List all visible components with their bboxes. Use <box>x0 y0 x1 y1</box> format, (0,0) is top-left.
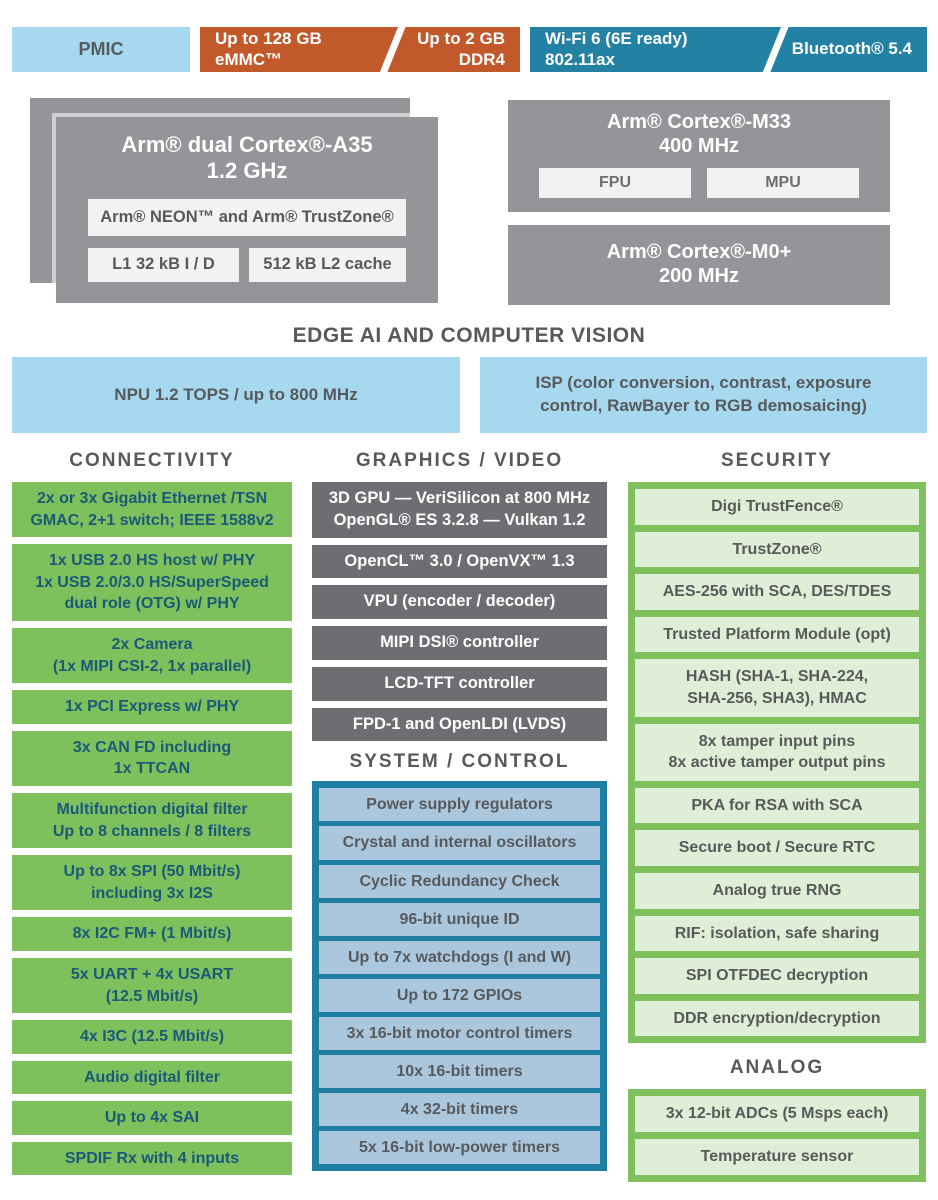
npu-block: NPU 1.2 TOPS / up to 800 MHz <box>12 357 460 433</box>
graphics-list: 3D GPU — VeriSilicon at 800 MHz OpenGL® … <box>312 482 607 742</box>
l1-cache-block: L1 32 kB I / D <box>88 247 239 282</box>
memory-block: Up to 128 GB eMMC™ Up to 2 GB DDR4 <box>200 27 520 72</box>
system-item: 5x 16-bit low-power timers <box>319 1131 600 1165</box>
connectivity-item: Audio digital filter <box>12 1060 292 1095</box>
connectivity-list: 2x or 3x Gigabit Ethernet /TSN GMAC, 2+1… <box>12 482 292 1176</box>
security-item: 8x tamper input pins 8x active tamper ou… <box>635 723 919 781</box>
system-item: 10x 16-bit timers <box>319 1055 600 1089</box>
graphics-item: LCD-TFT controller <box>312 666 607 701</box>
connectivity-item: 2x Camera (1x MIPI CSI-2, 1x parallel) <box>12 627 292 684</box>
graphics-item: MIPI DSI® controller <box>312 626 607 660</box>
connectivity-item: Multifunction digital filter Up to 8 cha… <box>12 792 292 849</box>
security-item: DDR encryption/decryption <box>635 1000 919 1037</box>
security-panel: Digi TrustFence® TrustZone® AES-256 with… <box>628 482 926 1044</box>
system-item: 3x 16-bit motor control timers <box>319 1017 600 1051</box>
connectivity-item: 3x CAN FD including 1x TTCAN <box>12 730 292 786</box>
connectivity-item: 1x USB 2.0 HS host w/ PHY 1x USB 2.0/3.0… <box>12 544 292 621</box>
connectivity-item: 2x or 3x Gigabit Ethernet /TSN GMAC, 2+1… <box>12 482 292 538</box>
cortex-m0plus-card: Arm® Cortex®-M0+ 200 MHz <box>508 225 890 305</box>
security-item: SPI OTFDEC decryption <box>635 958 919 994</box>
connectivity-item: Up to 8x SPI (50 Mbit/s) including 3x I2… <box>12 855 292 911</box>
connectivity-item: 1x PCI Express w/ PHY <box>12 690 292 724</box>
security-item: PKA for RSA with SCA <box>635 787 919 824</box>
analog-heading: ANALOG <box>729 1057 825 1079</box>
system-item: Up to 7x watchdogs (I and W) <box>319 940 600 974</box>
mpu-block: MPU <box>707 168 859 199</box>
analog-item: Temperature sensor <box>635 1138 919 1175</box>
security-analog-column: SECURITY Digi TrustFence® TrustZone® AES… <box>628 450 926 1182</box>
edge-ai-heading: EDGE AI AND COMPUTER VISION <box>292 324 646 347</box>
security-heading: SECURITY <box>720 450 834 471</box>
fpu-block: FPU <box>539 168 691 199</box>
system-item: Power supply regulators <box>319 788 600 822</box>
system-item: Crystal and internal oscillators <box>319 826 600 860</box>
cortex-m33-card: Arm® Cortex®-M33 400 MHz FPU MPU <box>508 100 890 212</box>
security-item: Secure boot / Secure RTC <box>635 830 919 866</box>
system-heading: SYSTEM / CONTROL <box>349 751 570 773</box>
analog-item: 3x 12-bit ADCs (5 Msps each) <box>635 1096 919 1132</box>
analog-panel: 3x 12-bit ADCs (5 Msps each) Temperature… <box>628 1089 926 1182</box>
system-item: 96-bit unique ID <box>319 902 600 936</box>
connectivity-item: 8x I2C FM+ (1 Mbit/s) <box>12 917 292 951</box>
isp-block: ISP (color conversion, contrast, exposur… <box>480 357 927 433</box>
connectivity-heading: CONNECTIVITY <box>69 450 235 471</box>
security-item: RIF: isolation, safe sharing <box>635 915 919 952</box>
graphics-system-column: GRAPHICS / VIDEO 3D GPU — VeriSilicon at… <box>312 450 607 1172</box>
connectivity-item: SPDIF Rx with 4 inputs <box>12 1141 292 1176</box>
connectivity-section: CONNECTIVITY 2x or 3x Gigabit Ethernet /… <box>12 450 292 1176</box>
cortex-m33-title: Arm® Cortex®-M33 400 MHz <box>607 111 791 157</box>
graphics-item: VPU (encoder / decoder) <box>312 585 607 620</box>
wireless-block: Wi-Fi 6 (6E ready) 802.11ax Bluetooth® 5… <box>530 27 927 72</box>
cache-row: L1 32 kB I / D 512 kB L2 cache <box>88 247 406 282</box>
security-item: AES-256 with SCA, DES/TDES <box>635 574 919 610</box>
pmic-block: PMIC <box>12 27 190 72</box>
security-item: Trusted Platform Module (opt) <box>635 616 919 653</box>
cortex-a35-title: Arm® dual Cortex®-A35 1.2 GHz <box>121 132 373 183</box>
system-panel: Power supply regulators Crystal and inte… <box>312 781 607 1172</box>
connectivity-item: Up to 4x SAI <box>12 1101 292 1135</box>
l2-cache-block: 512 kB L2 cache <box>249 247 406 282</box>
bluetooth-label: Bluetooth® 5.4 <box>791 39 912 59</box>
fpu-mpu-row: FPU MPU <box>539 168 859 199</box>
security-item: Analog true RNG <box>635 872 919 909</box>
security-item: HASH (SHA-1, SHA-224, SHA-256, SHA3), HM… <box>635 659 919 717</box>
system-item: Up to 172 GPIOs <box>319 978 600 1013</box>
graphics-heading: GRAPHICS / VIDEO <box>355 450 564 471</box>
cortex-m0plus-title: Arm® Cortex®-M0+ 200 MHz <box>606 241 792 287</box>
security-item: TrustZone® <box>635 531 919 568</box>
connectivity-item: 5x UART + 4x USART (12.5 Mbit/s) <box>12 957 292 1014</box>
graphics-item: OpenCL™ 3.0 / OpenVX™ 1.3 <box>312 544 607 579</box>
graphics-item: 3D GPU — VeriSilicon at 800 MHz OpenGL® … <box>312 482 607 538</box>
system-item: Cyclic Redundancy Check <box>319 864 600 898</box>
system-item: 4x 32-bit timers <box>319 1093 600 1127</box>
graphics-item: FPD-1 and OpenLDI (LVDS) <box>312 707 607 742</box>
security-item: Digi TrustFence® <box>635 489 919 525</box>
connectivity-item: 4x I3C (12.5 Mbit/s) <box>12 1020 292 1054</box>
emmc-label: Up to 128 GB eMMC™ <box>215 28 322 69</box>
wifi-label: Wi-Fi 6 (6E ready) 802.11ax <box>545 28 688 69</box>
neon-trustzone-block: Arm® NEON™ and Arm® TrustZone® <box>88 198 406 236</box>
cortex-a35-card: Arm® dual Cortex®-A35 1.2 GHz Arm® NEON™… <box>56 117 438 303</box>
ddr4-label: Up to 2 GB DDR4 <box>417 28 505 69</box>
